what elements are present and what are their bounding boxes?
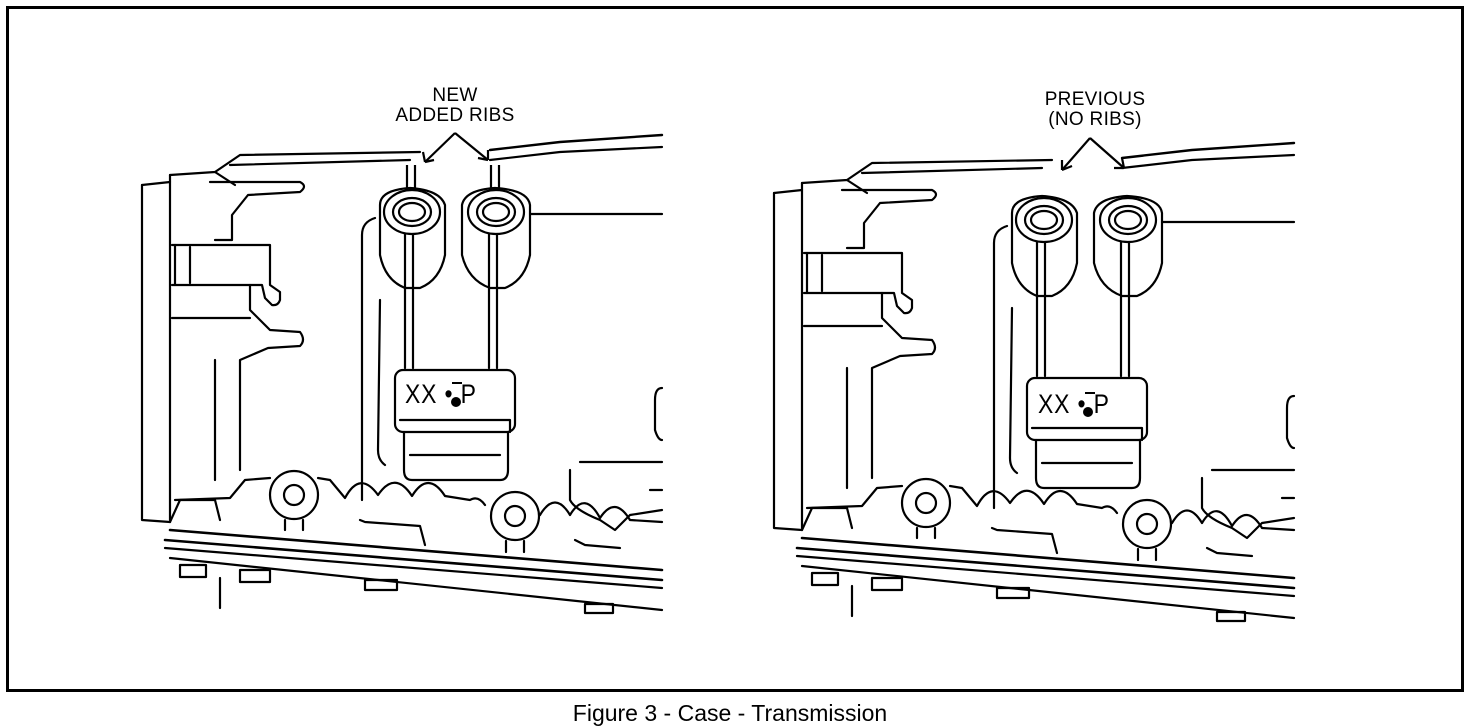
figure-caption: Figure 3 - Case - Transmission [572,700,888,726]
callout-previous-no-ribs: PREVIOUS (NO RIBS) [1020,90,1170,130]
callout-prev-line2: (NO RIBS) [1048,109,1142,130]
callout-new-added-ribs: NEW ADDED RIBS [380,86,530,126]
figure-frame [6,6,1464,692]
panel-left-new-ribs [140,132,664,615]
case-stamp-left: XX • P [405,379,477,409]
callout-arrows-right [1060,137,1126,172]
callout-new-line1: NEW [432,85,478,106]
panel-right-previous [772,137,1296,623]
callout-new-line2: ADDED RIBS [395,105,515,126]
case-stamp-right: XX • P [1038,389,1110,419]
callout-prev-line1: PREVIOUS [1044,89,1146,110]
added-ribs [405,165,501,190]
callout-arrows-left [421,132,490,164]
